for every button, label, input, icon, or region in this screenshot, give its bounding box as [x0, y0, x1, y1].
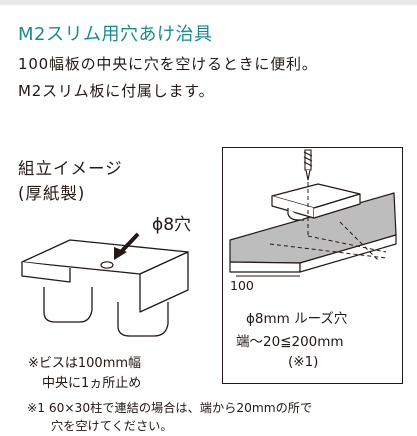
top-divider [0, 0, 417, 5]
footnote-line-2: 穴を空けてください。 [51, 419, 173, 433]
hole-spec-line-1: ϕ8mm ルーズ穴 [246, 311, 348, 327]
assembly-caption: 組立イメージ [18, 159, 123, 178]
material-caption: (厚紙製) [18, 184, 86, 203]
footnote-line-1: ※1 60×30柱で連結の場合は、端から20mmの所で [27, 401, 313, 415]
screw-note-line-2: 中央に1ヵ所止め [42, 376, 142, 391]
screw-note-line-1: ※ビスは100mm幅 [28, 356, 142, 371]
description-line-2: M2スリム板に付属します。 [18, 82, 215, 100]
hole-spec-line-2: 端～20≦200mm [236, 334, 344, 350]
hole-spec-line-3: (※1) [288, 354, 319, 370]
description-line-1: 100幅板の中央に穴を空けるときに便利。 [18, 55, 318, 73]
detail-panel [222, 147, 403, 384]
board-width-label: 100 [230, 278, 254, 293]
hole-label: ϕ8穴 [152, 215, 192, 235]
page-title: M2スリム用穴あけ治具 [18, 24, 213, 45]
